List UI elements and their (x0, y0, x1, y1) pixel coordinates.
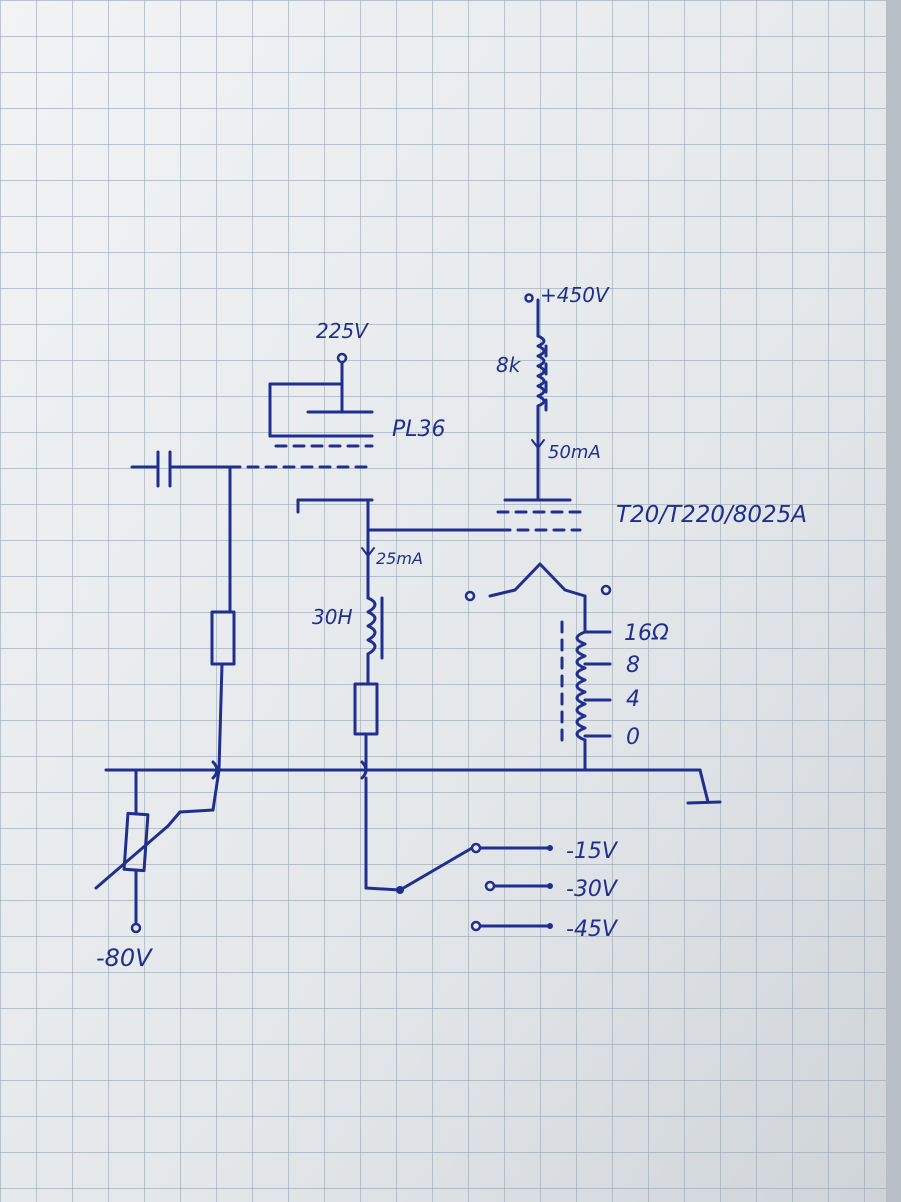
switch-contact-45v (470, 920, 482, 932)
label-sw-15v: -15V (566, 839, 619, 864)
paper-edge (886, 0, 901, 1202)
terminal-450v (524, 293, 534, 303)
terminal-neg80v (130, 922, 142, 934)
label-25ma: 25mA (376, 549, 423, 568)
filament-terminal-right (600, 584, 612, 596)
switch-contact-15v (470, 842, 482, 854)
t20-tube (488, 298, 587, 598)
label-tap-4: 4 (626, 687, 640, 712)
switch-dot-45v (547, 923, 553, 929)
output-transformer (560, 594, 612, 772)
pl36-tube (268, 360, 374, 532)
label-450v: +450V (540, 283, 610, 307)
label-sw-45v: -45V (566, 917, 619, 942)
terminal-225v (336, 352, 348, 364)
label-sw-30v: -30V (566, 877, 619, 902)
filament-terminal-left (464, 590, 476, 602)
choke-30h (361, 528, 384, 686)
label-225v: 225V (316, 319, 369, 343)
switch-contact-30v (484, 880, 496, 892)
label-pl36: PL36 (392, 417, 446, 442)
bias-potentiometer (94, 768, 215, 926)
input-capacitor (130, 450, 232, 488)
label-t20: T20/T220/8025A (616, 502, 807, 528)
label-neg80v: -80V (96, 944, 153, 972)
label-30h: 30H (312, 605, 353, 629)
switch-pivot (396, 886, 404, 894)
switch-dot-30v (547, 883, 553, 889)
switch-dot-15v (547, 845, 553, 851)
label-tap-8: 8 (626, 653, 640, 678)
label-tap-0: 0 (626, 725, 640, 750)
label-8k: 8k (496, 353, 522, 377)
bias-switch (364, 776, 550, 928)
label-50ma: 50mA (548, 442, 601, 463)
grid-resistor (210, 465, 236, 812)
label-tap-16: 16Ω (624, 621, 669, 646)
ground-bus (104, 760, 722, 805)
cathode-resistor (353, 682, 379, 772)
